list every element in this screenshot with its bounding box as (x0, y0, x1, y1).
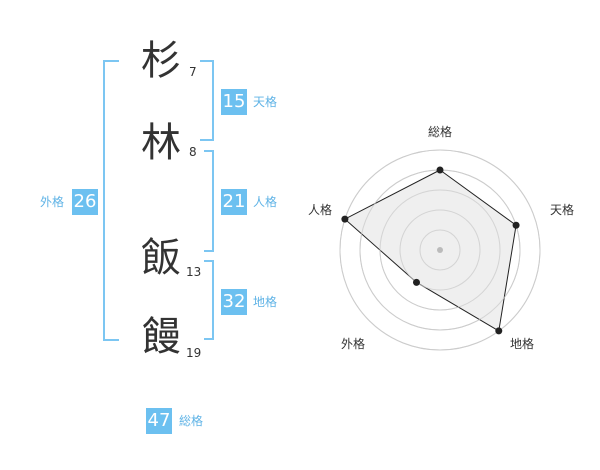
jinkaku-bracket (204, 150, 214, 252)
radar-label-jinkaku: 人格 (308, 203, 333, 217)
radar-grid-ring-overlay (399, 209, 481, 291)
chikaku-bracket (204, 260, 214, 340)
stroke-count-4: 19 (186, 346, 202, 360)
kanji-4: 饅 (141, 314, 181, 360)
radar-label-gaikaku: 外格 (341, 337, 366, 351)
kanji-1: 杉 (141, 38, 181, 84)
radar-point-1 (512, 221, 520, 229)
radar-label-chikaku: 地格 (510, 337, 535, 351)
tenkaku-label: 天格 (253, 95, 278, 109)
kanji-2: 林 (141, 120, 181, 166)
radar-polygon (344, 169, 517, 332)
jinkaku-label: 人格 (253, 195, 278, 209)
gaikaku-label: 外格 (40, 195, 65, 209)
kanji-3: 飯 (141, 235, 181, 281)
gaikaku-bracket (103, 60, 119, 341)
radar-grid-ring-overlay (379, 189, 501, 311)
stroke-count-2: 8 (189, 145, 197, 159)
radar-grid-ring-overlay (419, 229, 461, 271)
chikaku-label: 地格 (253, 295, 278, 309)
radar-grid-ring-overlay (339, 149, 541, 351)
gaikaku-value: 26 (72, 189, 98, 215)
soukaku-value: 47 (146, 408, 172, 434)
radar-label-tenkaku: 天格 (550, 203, 575, 217)
radar-point-2 (495, 327, 503, 335)
radar-point-0 (436, 166, 444, 174)
jinkaku-value: 21 (221, 189, 247, 215)
chikaku-value: 32 (221, 289, 247, 315)
radar-center-dot (437, 247, 443, 253)
radar-point-4 (341, 215, 349, 223)
radar-point-3 (412, 278, 420, 286)
tenkaku-value: 15 (221, 89, 247, 115)
radar-label-soukaku: 総格 (428, 125, 453, 139)
stroke-count-3: 13 (186, 265, 202, 279)
stroke-count-1: 7 (189, 65, 197, 79)
tenkaku-bracket (200, 60, 214, 141)
soukaku-label: 総格 (179, 414, 204, 428)
